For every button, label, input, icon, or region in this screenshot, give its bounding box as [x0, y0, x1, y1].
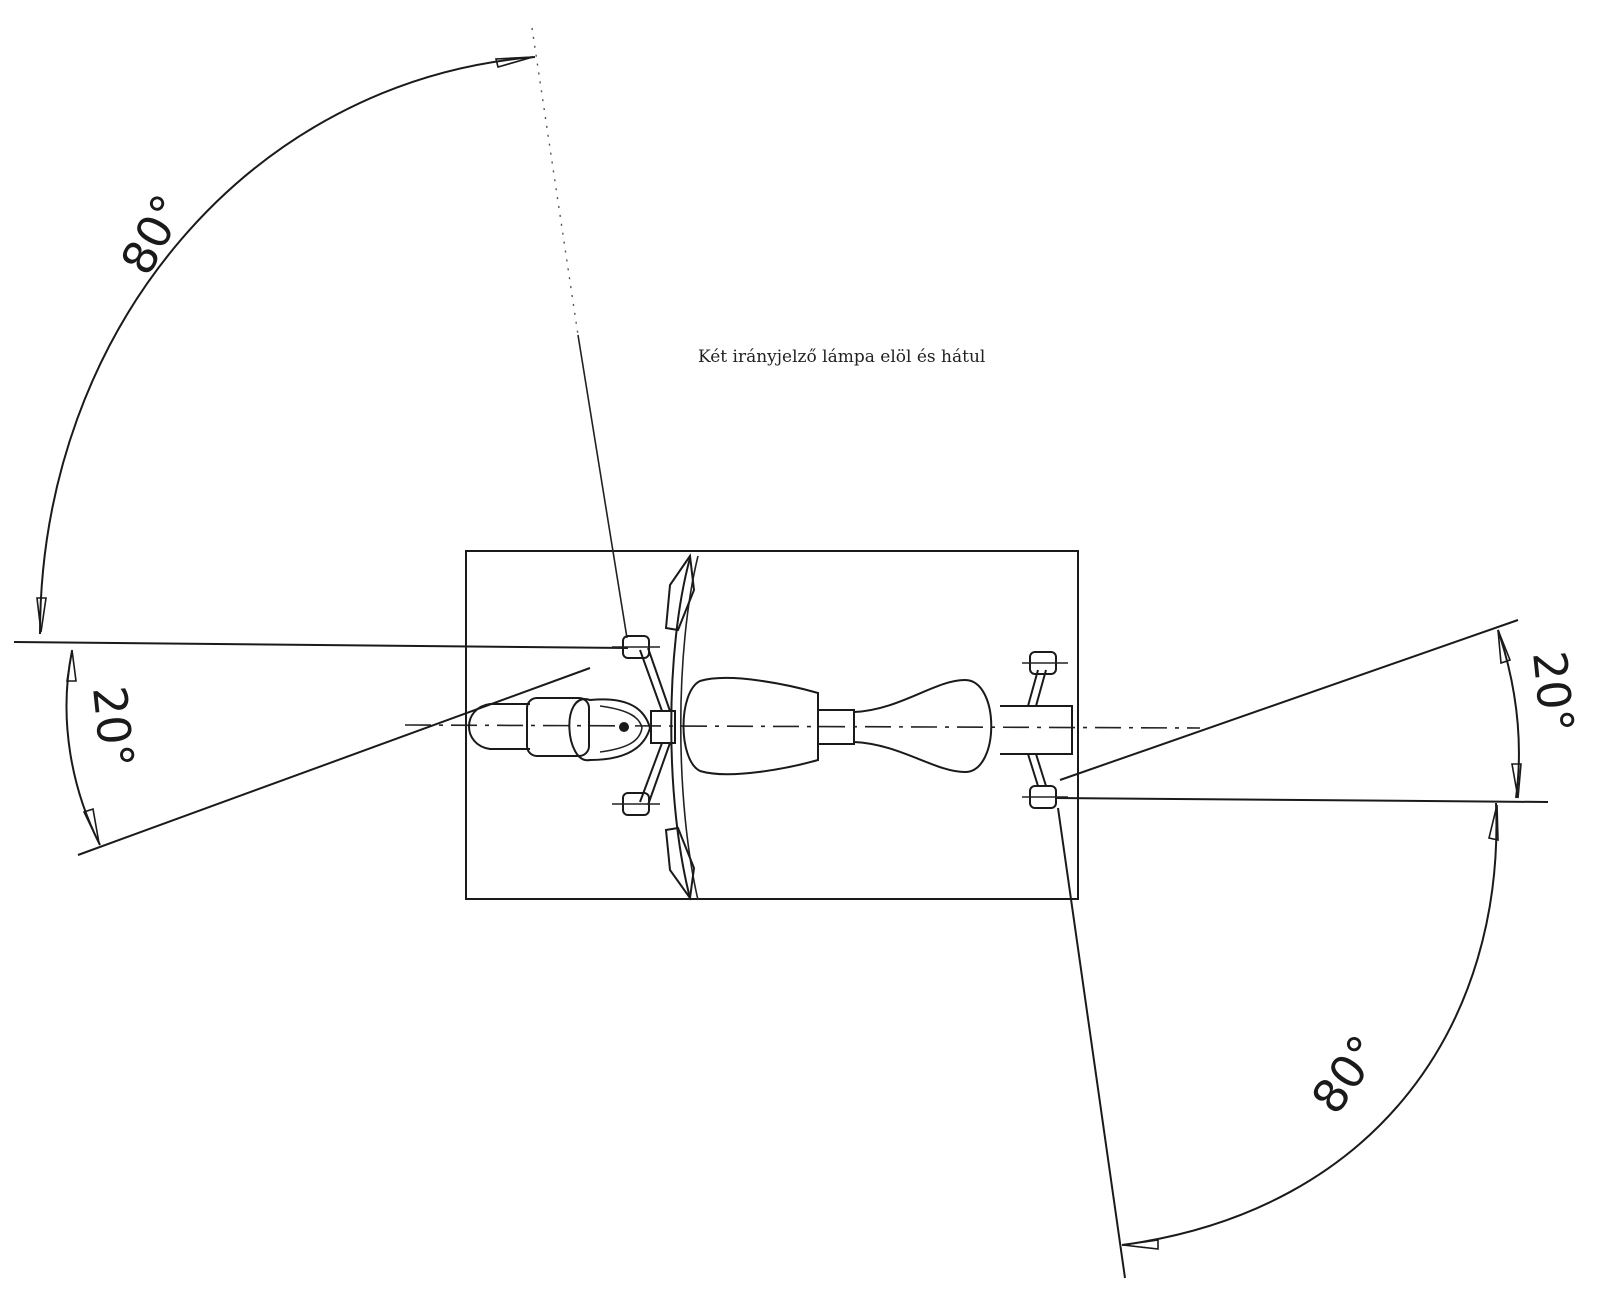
- windshield: [670, 557, 691, 899]
- rear-20deg-arrow-top: [1497, 629, 1512, 665]
- rear-bracket-upper: [1027, 669, 1047, 707]
- rear-fender: [1000, 705, 1073, 755]
- front-80deg-line: [531, 27, 579, 336]
- rear-20deg-arrow-bottom: [1511, 763, 1522, 799]
- front-lamp-horizontal-line: [13, 641, 629, 649]
- helmet: [568, 698, 652, 762]
- center-axis: [404, 724, 1201, 729]
- fuel-tank: [682, 676, 819, 776]
- front-20deg-line: [77, 667, 591, 856]
- rear-20deg-label: 20°: [1522, 649, 1584, 736]
- front-80deg-line-lower: [577, 334, 628, 639]
- rear-80deg-arrow-top: [1488, 804, 1499, 842]
- rear-20deg-arc: [1497, 629, 1520, 799]
- front-80deg-arrow-top: [494, 56, 534, 68]
- seat: [853, 678, 993, 774]
- front-20deg-arrow-top: [66, 649, 77, 682]
- rear-80deg-label: 80°: [1301, 1026, 1392, 1124]
- headlight-housing: [526, 697, 590, 757]
- motorcycle-top-view: [468, 553, 1073, 901]
- handlebar-lower: [639, 742, 672, 806]
- rear-80deg-line: [1057, 807, 1126, 1279]
- mirror-lower: [664, 826, 696, 901]
- front-fender: [468, 703, 530, 750]
- visor-lower: [599, 727, 643, 753]
- mirror-upper: [664, 553, 696, 632]
- handlebar-upper: [639, 647, 672, 712]
- rear-80deg-arrow-bottom: [1122, 1239, 1159, 1250]
- rear-20deg-line: [1059, 619, 1519, 781]
- rear-lamp-horizontal-line: [1054, 797, 1549, 803]
- visor: [599, 705, 643, 729]
- diagram-caption: Két irányjelző lámpa elöl és hátul: [698, 347, 985, 367]
- center-point: [619, 722, 629, 732]
- front-80deg-arc: [39, 56, 536, 635]
- rear-bracket-lower: [1027, 753, 1047, 787]
- front-80deg-arrow-bottom: [36, 597, 47, 633]
- front-80deg-label: 80°: [110, 186, 196, 283]
- front-20deg-label: 20°: [82, 684, 144, 771]
- rear-80deg-arc: [1121, 802, 1498, 1246]
- front-20deg-arrow-bottom: [82, 807, 100, 844]
